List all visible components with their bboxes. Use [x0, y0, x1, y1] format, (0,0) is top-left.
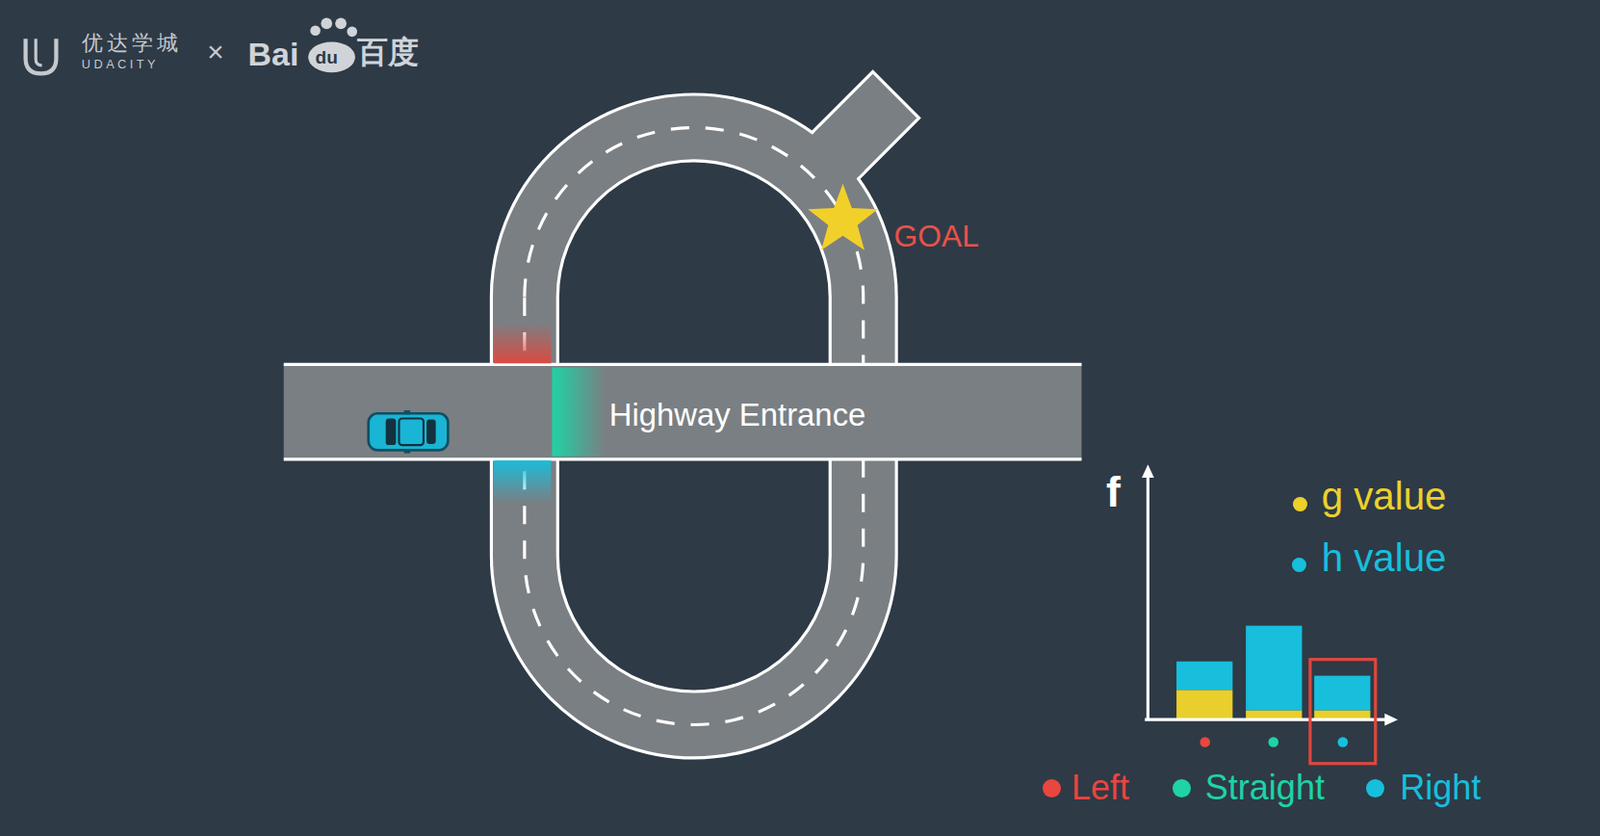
left-option-patch: [493, 322, 551, 363]
legend-swatch: [1366, 778, 1385, 798]
udacity-icon: [25, 38, 57, 74]
branch-junction: [779, 126, 865, 211]
logo-text: UDACITY: [81, 57, 159, 72]
legend-text: Right: [1399, 768, 1481, 807]
baidu-paw: [308, 18, 358, 74]
right-option-patch: [493, 460, 551, 504]
road-edge: [283, 457, 1083, 461]
logo-text: Bai: [248, 36, 300, 73]
legend-swatch: [1042, 778, 1061, 798]
car: [368, 410, 449, 454]
legend-text: h value: [1321, 537, 1447, 580]
road-edge: [283, 362, 1083, 366]
highway-road: [283, 363, 1083, 460]
udacity-icon: [35, 38, 42, 66]
straight-option-patch: [551, 367, 605, 457]
logo-text: 百度: [357, 35, 419, 70]
legend-text: Left: [1071, 768, 1130, 807]
legend-swatch: [1172, 778, 1191, 798]
axis-label: f: [1106, 468, 1121, 517]
goal-label: GOAL: [894, 219, 980, 254]
logo-text: du: [315, 47, 338, 68]
legend-swatch: [1291, 557, 1307, 572]
legend-text: g value: [1321, 475, 1447, 518]
road-label: Highway Entrance: [609, 397, 867, 433]
legend-swatch: [1292, 496, 1308, 512]
logo-separator: ×: [206, 36, 224, 69]
legend-text: Straight: [1205, 768, 1325, 807]
goal-star: [807, 183, 878, 251]
logo-text: 优达学城: [81, 31, 182, 55]
